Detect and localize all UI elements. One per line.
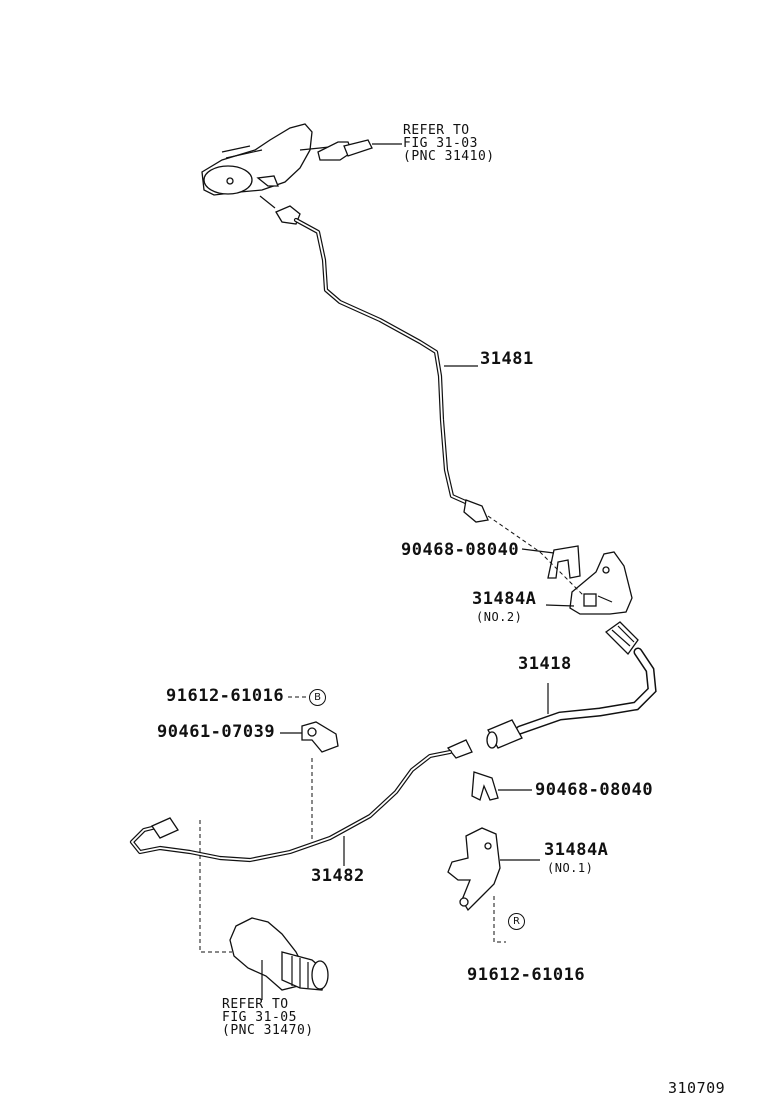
reference-bottom-line1: REFER TO [222, 997, 289, 1012]
label-31484a-no1-note: (NO.1) [547, 861, 594, 875]
guide-r [493, 896, 506, 943]
label-31481: 31481 [480, 349, 534, 369]
pipe-31482-fitting-left [151, 817, 179, 839]
bracket-31484a-no2 [545, 551, 633, 615]
label-90461: 90461-07039 [157, 722, 276, 742]
reference-top-line3: (PNC 31410) [403, 149, 495, 164]
figure-number: 310709 [668, 1079, 726, 1097]
assembly-guide-upper [487, 515, 585, 597]
marker-r: R [508, 913, 525, 930]
label-31484a-no2-note: (NO.2) [476, 610, 523, 624]
reference-top-line2: FIG 31-03 [403, 136, 478, 151]
pipe-31481-fitting-bottom [463, 499, 489, 523]
hose-31418 [486, 621, 657, 749]
label-91612-b: 91612-61016 [166, 686, 285, 706]
label-90468-lower: 90468-08040 [535, 780, 654, 800]
clutch-release-cylinder [229, 917, 329, 1000]
clip-90468-upper [521, 545, 581, 579]
label-90468-upper: 90468-08040 [401, 540, 520, 560]
reference-bottom: REFER TO FIG 31-05 (PNC 31470) [222, 998, 314, 1037]
pipe-31482 [129, 739, 473, 866]
reference-bottom-line2: FIG 31-05 [222, 1010, 297, 1025]
clutch-master-cylinder [201, 123, 402, 209]
clamp-90461 [280, 721, 339, 753]
pipe-31481 [275, 205, 489, 523]
reference-top-line1: REFER TO [403, 123, 470, 138]
bracket-31484a-no1 [447, 827, 540, 912]
reference-bottom-line3: (PNC 31470) [222, 1023, 314, 1038]
reference-top: REFER TO FIG 31-03 (PNC 31410) [403, 124, 495, 163]
pipe-31482-fitting-right [446, 739, 473, 759]
marker-b: B [309, 689, 326, 706]
label-31484a-no2: 31484A [472, 589, 537, 609]
label-31418: 31418 [518, 654, 572, 674]
label-31484a-no1: 31484A [544, 840, 609, 860]
label-91612-r: 91612-61016 [467, 965, 586, 985]
guide-left [199, 820, 232, 953]
label-31482: 31482 [311, 866, 365, 886]
hose-31418-end-fitting [604, 621, 639, 656]
clip-90468-lower [471, 771, 532, 801]
